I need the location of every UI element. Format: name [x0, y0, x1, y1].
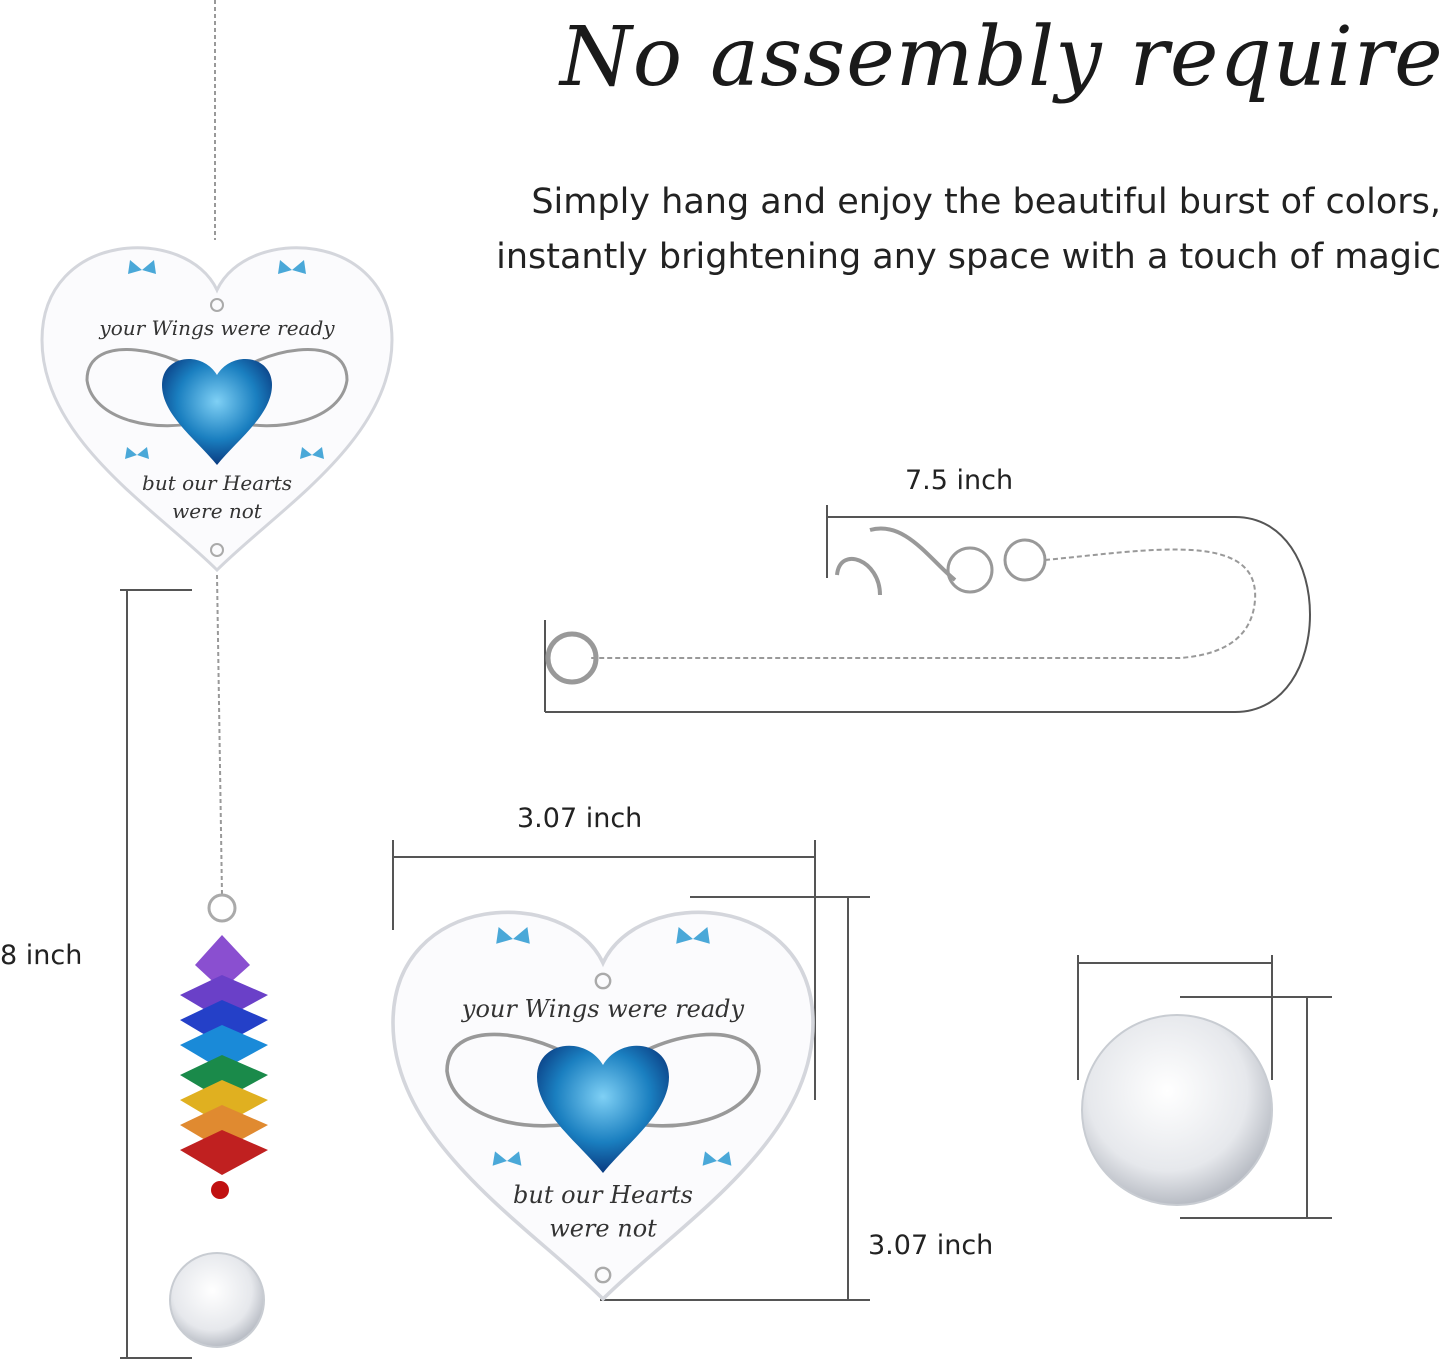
heart-dimensions	[392, 840, 870, 1301]
total-length-dimension	[120, 589, 192, 1359]
subtitle-line-1: Simply hang and enjoy the beautiful burs…	[531, 182, 1441, 222]
headline: No assembly required	[560, 10, 1445, 105]
crystal-ball-large	[1081, 1014, 1273, 1206]
subtitle-line-2: instantly brightening any space with a t…	[496, 237, 1441, 277]
heart-width-label: 3.07 inch	[517, 803, 643, 834]
heart-text-2: but our Hearts	[142, 471, 292, 495]
chain-length-dimension	[544, 505, 1311, 713]
ball-dimensions	[1077, 955, 1332, 1219]
crystal-ball-small	[169, 1252, 265, 1348]
svg-text:but our Hearts: but our Hearts	[513, 1181, 693, 1209]
svg-text:were not: were not	[549, 1215, 657, 1243]
left-heart-suncatcher: your Wings were ready but our Hearts wer…	[40, 246, 394, 572]
middle-heart-suncatcher: your Wings were ready but our Hearts wer…	[391, 910, 815, 1301]
svg-text:your Wings were ready: your Wings were ready	[461, 995, 745, 1023]
rainbow-crystal-stack	[180, 935, 268, 1199]
heart-text-1: your Wings were ready	[98, 316, 335, 340]
heart-text-3: were not	[172, 499, 263, 523]
s-hook-and-chain	[545, 526, 1257, 685]
chain-length-label: 7.5 inch	[905, 465, 1014, 496]
heart-height-label: 3.07 inch	[868, 1230, 994, 1261]
total-length-label: 8 inch	[0, 940, 83, 971]
